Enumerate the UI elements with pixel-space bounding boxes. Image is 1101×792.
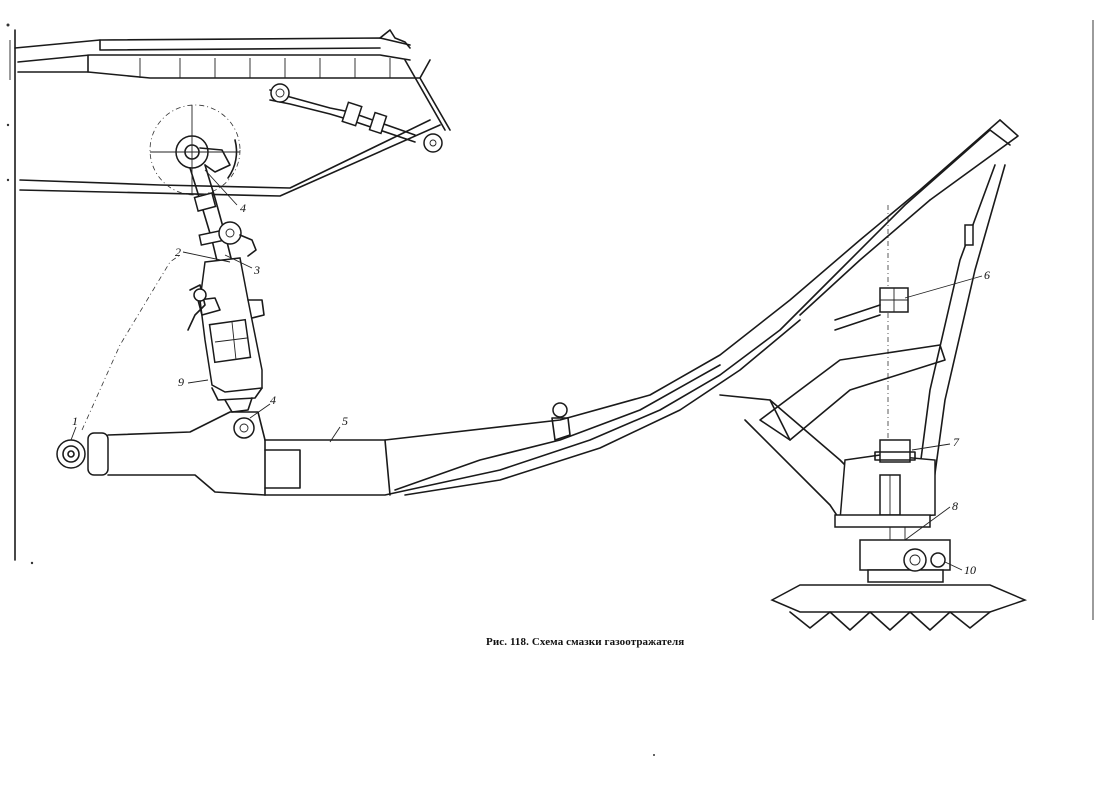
page-border (9, 29, 16, 561)
callout-1: 1 (72, 414, 78, 428)
callout-2: 2 (175, 245, 181, 259)
lower-arm-beam (56, 119, 1001, 496)
callout-8: 8 (952, 499, 958, 513)
upper-pivot-disc (149, 104, 241, 196)
scan-marks (6, 20, 1094, 756)
base-pivot-assembly (770, 439, 1028, 631)
figure-caption: Рис. 118. Схема смазки газоотражателя (486, 636, 685, 648)
callout-9: 9 (178, 375, 184, 389)
callout-7: 7 (953, 435, 960, 449)
callout-3: 3 (253, 263, 260, 277)
upper-frame (14, 29, 451, 197)
callout-4-lower: 4 (270, 393, 276, 407)
hydraulic-cylinder (187, 164, 265, 439)
callout-4-upper: 4 (240, 201, 246, 215)
callout-leaders (70, 169, 983, 571)
callout-6: 6 (984, 268, 990, 282)
callout-5: 5 (342, 414, 348, 428)
callout-labels: 1 2 3 4 4 5 6 7 8 9 10 (72, 201, 990, 577)
callout-10: 10 (964, 563, 976, 577)
lubrication-line (81, 205, 889, 440)
